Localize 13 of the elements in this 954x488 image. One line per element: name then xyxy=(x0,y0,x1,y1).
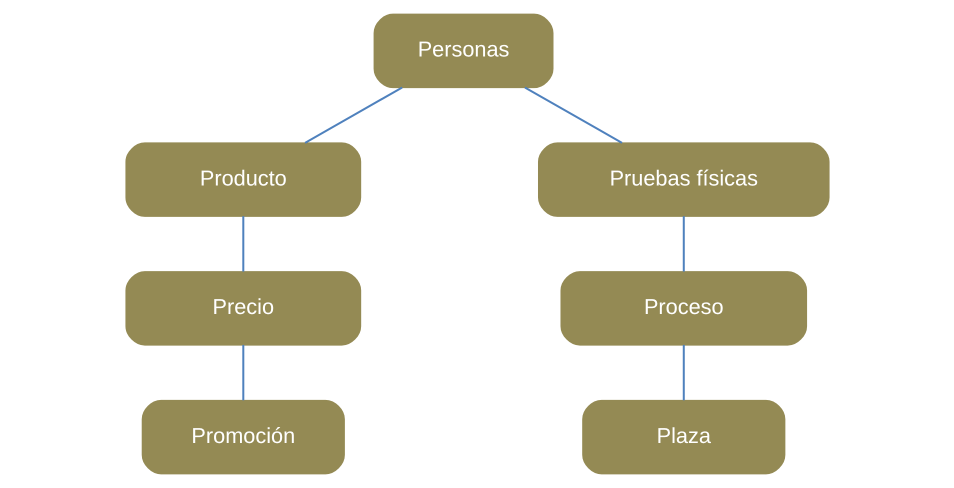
node-box: Promoción xyxy=(141,400,344,474)
connector xyxy=(682,344,684,400)
node-box: Plaza xyxy=(582,400,785,474)
node-box: Producto xyxy=(124,142,361,217)
node-box: Personas xyxy=(373,14,553,88)
connector xyxy=(682,216,684,272)
connector xyxy=(304,86,402,144)
node-box: Proceso xyxy=(560,271,807,346)
connector xyxy=(524,86,622,144)
connector xyxy=(242,216,244,272)
node-box: Pruebas físicas xyxy=(538,142,830,217)
connector xyxy=(242,344,244,400)
node-box: Precio xyxy=(124,271,361,346)
